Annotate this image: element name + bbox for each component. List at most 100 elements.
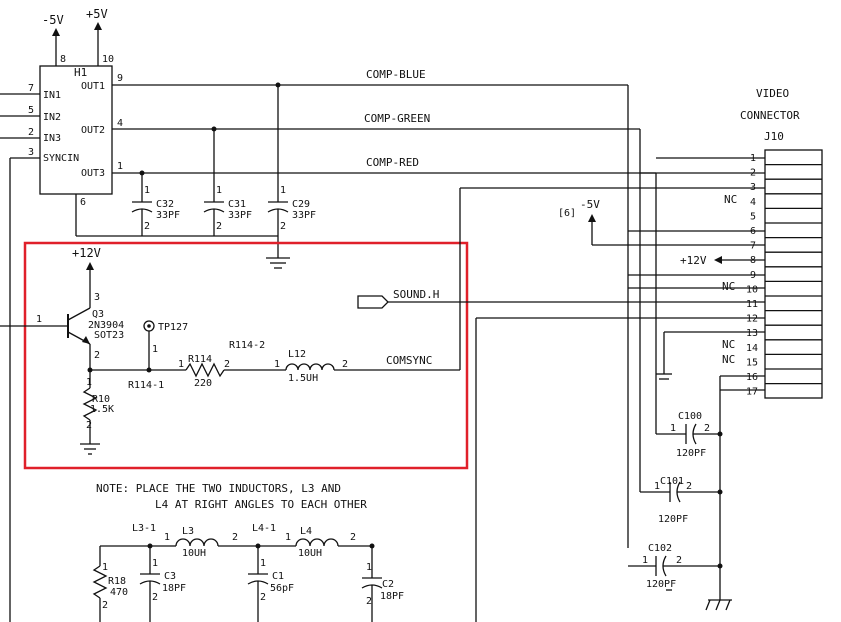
net-comp-green-label: COMP-GREEN	[364, 112, 430, 125]
pin-label: 2	[686, 481, 692, 492]
cap-value-label: 33PF	[156, 210, 180, 221]
node-label: L4-1	[252, 523, 276, 534]
node-label: R114-2	[229, 340, 265, 351]
pin-label: 2	[280, 221, 286, 232]
resistor-value-label: 1.5K	[90, 404, 114, 415]
pin-label: 1	[117, 161, 123, 172]
net-comp-red-label: COMP-RED	[366, 156, 419, 169]
cap-ref-label: C3	[164, 571, 176, 582]
inductor-l12: 1 2 L12 1.5UH COMSYNC	[274, 187, 765, 384]
connector-supply-neg-pin-label: [6]	[558, 208, 576, 219]
ic-ref-label: H1	[74, 66, 87, 79]
cap-value-label: 56pF	[270, 583, 294, 594]
pin-label: 3	[94, 292, 100, 303]
pin-label: 1	[36, 314, 42, 325]
cap-ref-label: C31	[228, 199, 246, 210]
ic-input-label: IN3	[43, 133, 61, 144]
pin-label: 8	[60, 54, 66, 65]
connector-pin-number: 5	[750, 211, 756, 222]
ic-input-label: IN1	[43, 90, 61, 101]
pin-label: 10	[102, 54, 114, 65]
note-line-1: NOTE: PLACE THE TWO INDUCTORS, L3 AND	[96, 482, 341, 495]
connector-pin-number: 17	[746, 387, 758, 398]
ground-symbol	[266, 257, 290, 269]
net-sound-label: SOUND.H	[393, 288, 439, 301]
inductor-value-label: 10UH	[182, 548, 206, 559]
pin-label: 1	[274, 359, 280, 370]
inductor-value-label: 10UH	[298, 548, 322, 559]
connector-supply-pos-label: +12V	[680, 254, 707, 267]
cap-value-label: 18PF	[380, 591, 404, 602]
pin-label: 1	[260, 558, 266, 569]
pin-label: 2	[704, 423, 710, 434]
connector-pin-number: 4	[750, 197, 756, 208]
pin-label: 2	[152, 592, 158, 603]
testpoint-tp127: TP127 1	[143, 320, 188, 370]
cap-ref-label: C100	[678, 411, 702, 422]
resistor-value-label: 470	[110, 587, 128, 598]
connector-title-label: VIDEO	[756, 87, 789, 100]
connector-title-label: CONNECTOR	[740, 109, 800, 122]
pin-label: 1	[654, 481, 660, 492]
nc-label: NC	[722, 280, 735, 293]
testpoint-ref-label: TP127	[158, 322, 188, 333]
cap-ref-label: C29	[292, 199, 310, 210]
pin-label: 4	[117, 118, 123, 129]
connector-pin-number: 11	[746, 299, 758, 310]
ic-input-label: IN2	[43, 112, 61, 123]
inductor-ref-label: L12	[288, 349, 306, 360]
ic-output-label: OUT2	[81, 125, 105, 136]
connector-pin-number: 16	[746, 372, 758, 383]
connector-pin-number: 12	[746, 314, 758, 325]
connector-pin-number: 13	[746, 328, 758, 339]
pin-label: 2	[676, 555, 682, 566]
note-line-2: L4 AT RIGHT ANGLES TO EACH OTHER	[155, 498, 367, 511]
pin-label: 1	[164, 532, 170, 543]
node-label: L3-1	[132, 523, 156, 534]
connector-j10: VIDEO CONNECTOR J10 12345678910111213141…	[558, 87, 823, 596]
connector-pin-number: 3	[750, 182, 756, 193]
inductor-ref-label: L3	[182, 526, 194, 537]
ic-output-label: OUT1	[81, 81, 105, 92]
cap-ref-label: C32	[156, 199, 174, 210]
connector-ref-label: J10	[764, 130, 784, 143]
cap-c31: 1 2 C31 33PF	[203, 129, 252, 236]
ic-supply-neg-label: -5V	[42, 13, 64, 27]
connector-pin-number: 10	[746, 284, 758, 295]
highlight-box	[23, 241, 469, 470]
transistor-supply-label: +12V	[72, 246, 101, 260]
cap-value-label: 33PF	[292, 210, 316, 221]
pin-label: 2	[224, 359, 230, 370]
resistor-r10: 1 2 R10 1.5K	[80, 370, 114, 455]
pin-label: 2	[86, 420, 92, 431]
pin-label: 2	[216, 221, 222, 232]
inductor-value-label: 1.5UH	[288, 373, 318, 384]
nc-label: NC	[722, 353, 735, 366]
resistor-ref-label: R114	[188, 354, 212, 365]
node-label: R114-1	[128, 380, 164, 391]
connector-supply-neg-label: -5V	[580, 198, 600, 211]
cap-value-label: 18PF	[162, 583, 186, 594]
pin-label: 2	[28, 127, 34, 138]
nc-label: NC	[722, 338, 735, 351]
cap-value-label: 120PF	[658, 514, 688, 525]
cap-ref-label: C101	[660, 476, 684, 487]
cap-value-label: 33PF	[228, 210, 252, 221]
transistor-ref-label: Q3	[92, 309, 104, 320]
sound-port: SOUND.H	[357, 288, 765, 309]
cap-c29: 1 2 C29 33PF	[267, 85, 316, 258]
cap-value-label: 120PF	[676, 448, 706, 459]
pin-label: 1	[178, 359, 184, 370]
pin-label: 1	[102, 562, 108, 573]
pin-label: 2	[232, 532, 238, 543]
pin-label: 7	[28, 83, 34, 94]
ic-output-label: OUT3	[81, 168, 105, 179]
connector-pin-number: 7	[750, 241, 756, 252]
nc-label: NC	[724, 193, 737, 206]
pin-label: 1	[86, 377, 92, 388]
output-nets: COMP-BLUE COMP-GREEN COMP-RED	[112, 68, 657, 548]
cap-c32: 1 2 C32 33PF	[131, 173, 180, 236]
pin-label: 2	[260, 592, 266, 603]
pin-label: 2	[102, 600, 108, 611]
